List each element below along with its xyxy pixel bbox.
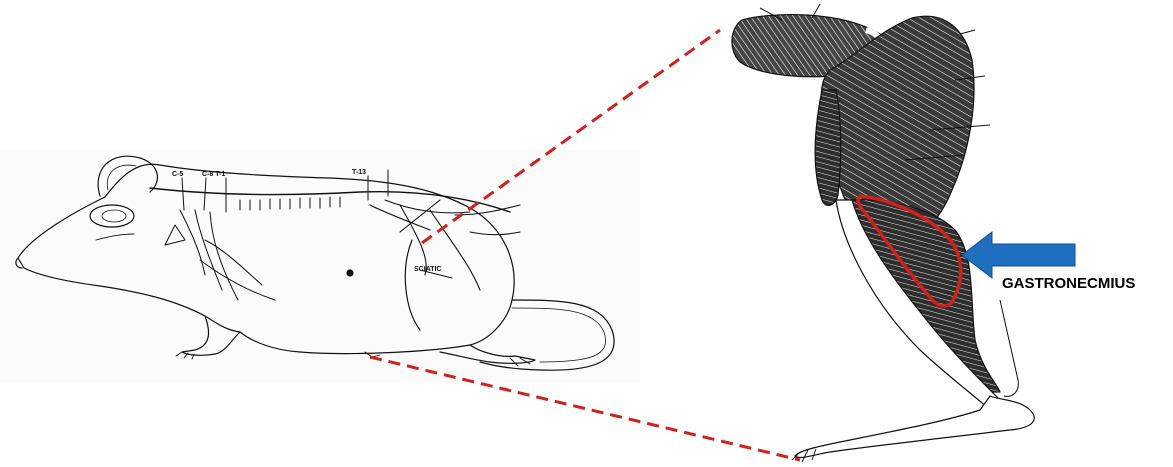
muscle-lower-leg [852, 200, 1000, 392]
muscle-anterior-thigh [815, 90, 841, 205]
label-c5: C-5 [172, 171, 183, 178]
label-c8-t1: C-8 T-1 [202, 171, 225, 178]
label-t13: T-13 [352, 169, 366, 176]
rat-panel [0, 150, 640, 382]
label-gastrocnemius: GASTRONECMIUS [1002, 275, 1135, 292]
rat-eye [90, 205, 134, 227]
marker-dot [347, 270, 353, 276]
pointer-arrow [962, 232, 1075, 278]
label-sciatic: SCIATIC [414, 266, 441, 273]
rat-illustration [0, 150, 640, 382]
